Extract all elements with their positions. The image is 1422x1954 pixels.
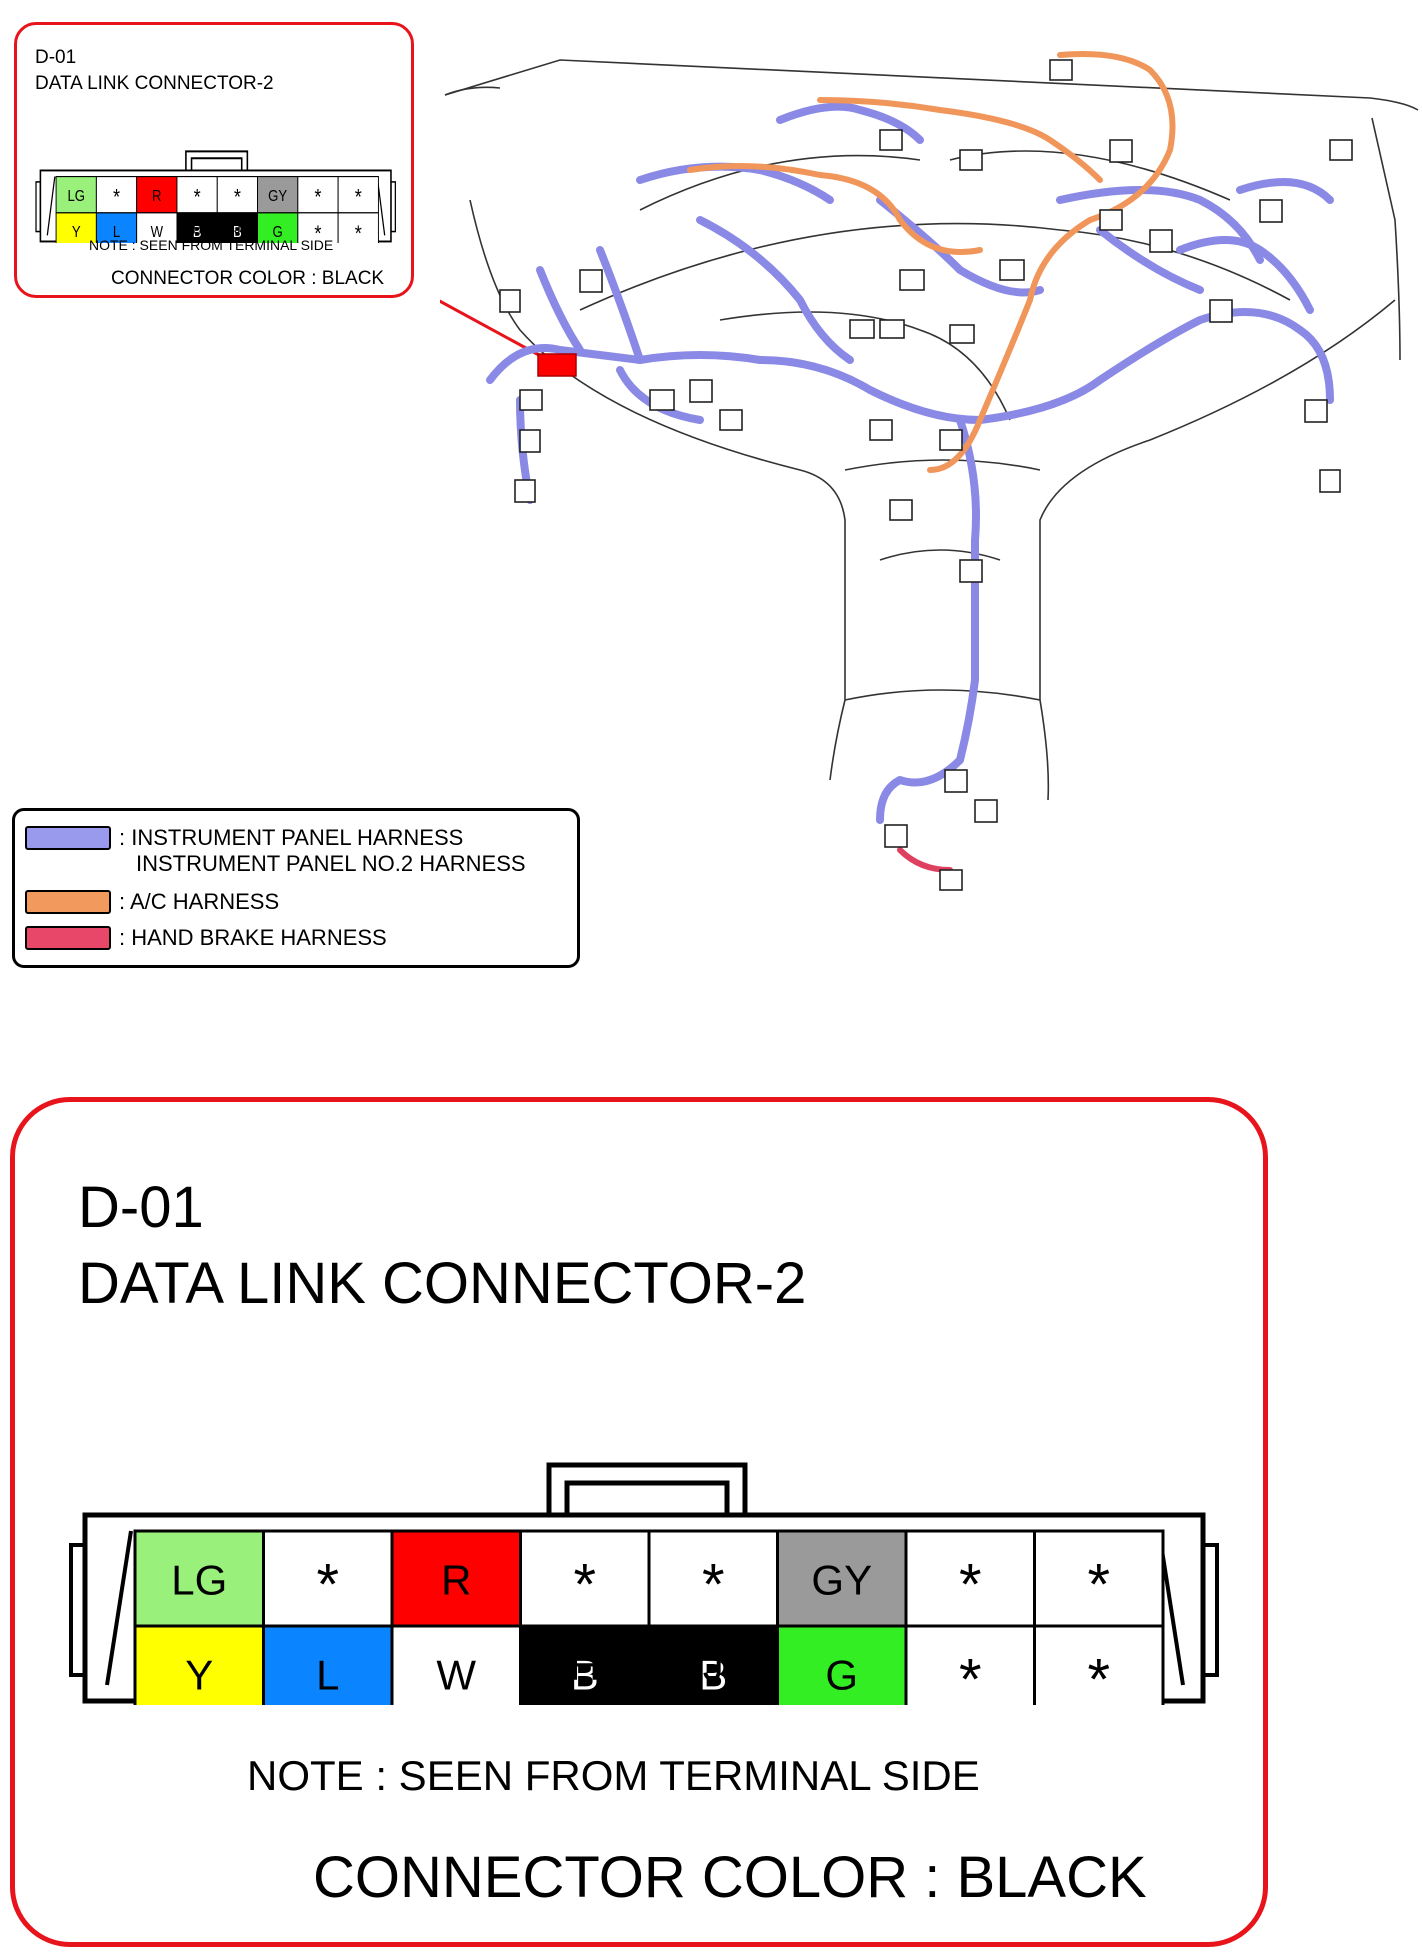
legend-swatch-pink <box>25 926 111 950</box>
dashboard-outline <box>444 59 1419 801</box>
terminal-cell <box>262 1529 394 1628</box>
callout-title: DATA LINK CONNECTOR-2 <box>35 73 274 94</box>
terminal-label: Y <box>72 224 81 241</box>
terminal-label: * <box>314 222 321 243</box>
terminal-label: L <box>316 1652 339 1699</box>
legend-swatch-blue <box>25 826 111 850</box>
legend-swatch-orange <box>25 890 111 914</box>
ac-harness <box>687 51 1176 473</box>
small-connector-callout: D-01 DATA LINK CONNECTOR-2 LG * R * * GY * * Y L W… <box>14 22 414 298</box>
terminal-label: * <box>234 186 241 210</box>
terminal-cell <box>133 1529 265 1628</box>
terminal-cell <box>1033 1529 1165 1628</box>
terminal-label: * <box>314 186 321 210</box>
callout-note: NOTE : SEEN FROM TERMINAL SIDE <box>247 1752 980 1799</box>
terminal-label: * <box>113 186 120 210</box>
terminal-label: G <box>825 1652 858 1699</box>
terminal-label: * <box>194 186 201 210</box>
terminal-cell <box>904 1529 1036 1628</box>
instrument-panel-harness <box>486 102 1334 824</box>
large-connector-callout: D-01 DATA LINK CONNECTOR-2 LG * R * * GY * * Y L W… <box>10 1097 1268 1947</box>
terminal-label: * <box>702 1553 725 1618</box>
terminal-cell <box>337 175 379 214</box>
pin-label: H <box>192 220 202 237</box>
terminal-label: R <box>441 1557 471 1604</box>
terminal-cell <box>95 212 138 243</box>
connector-latch <box>546 1462 748 1515</box>
instrument-panel-harness-drawing <box>440 51 1419 891</box>
terminal-label: B <box>233 224 242 241</box>
terminal-label: B <box>193 224 202 241</box>
connector-edge-left <box>46 176 56 236</box>
terminal-label: GY <box>268 188 287 205</box>
callout-title: DATA LINK CONNECTOR-2 <box>78 1251 807 1316</box>
terminal-cell <box>216 212 259 243</box>
terminal-label: Y <box>185 1652 213 1699</box>
callout-connector-color: CONNECTOR COLOR : BLACK <box>313 1845 1147 1910</box>
terminal-label: * <box>573 1553 596 1618</box>
terminal-label: B <box>571 1652 599 1699</box>
pin-label: J <box>703 1642 724 1689</box>
large-connector-diagram: LG * R * * GY * * Y L W B B G * * H J <box>69 1462 1219 1706</box>
pin-label: H <box>570 1642 600 1689</box>
callout-code: D-01 <box>78 1175 204 1240</box>
legend-label: : HAND BRAKE HARNESS <box>119 925 387 950</box>
harness-connectors <box>499 59 1353 891</box>
legend-label: INSTRUMENT PANEL NO.2 HARNESS <box>136 851 526 876</box>
legend-label: : INSTRUMENT PANEL HARNESS <box>119 825 464 850</box>
terminal-label: * <box>355 186 362 210</box>
terminal-label: GY <box>811 1557 872 1604</box>
terminal-label: L <box>113 224 120 241</box>
hand-brake-harness <box>897 847 953 873</box>
terminal-cell <box>1033 1624 1165 1705</box>
terminal-cell <box>337 212 379 243</box>
terminal-cell <box>297 175 339 214</box>
legend-item-ac: : A/C HARNESS <box>25 889 279 915</box>
terminal-cell <box>647 1624 779 1705</box>
legend-item-hand-brake: : HAND BRAKE HARNESS <box>25 925 387 951</box>
terminal-cell <box>776 1529 908 1628</box>
small-connector-diagram: LG * R * * GY * * Y L W B B G * * H J <box>35 150 396 243</box>
connector-edge-left <box>105 1530 133 1686</box>
terminal-cell <box>647 1529 779 1628</box>
terminal-cell <box>176 212 218 243</box>
terminal-label: * <box>355 222 362 243</box>
terminal-label: B <box>699 1652 727 1699</box>
connector-latch <box>185 150 249 171</box>
harness-legend: : INSTRUMENT PANEL HARNESS INSTRUMENT PA… <box>12 808 580 968</box>
terminal-label: * <box>1087 1648 1110 1706</box>
callout-code: D-01 <box>35 47 77 68</box>
terminal-cell <box>297 212 339 243</box>
terminal-label: W <box>436 1652 476 1699</box>
terminal-cell <box>519 1529 651 1628</box>
terminal-label: LG <box>171 1557 227 1604</box>
terminal-label: LG <box>67 188 85 205</box>
terminal-label: * <box>959 1648 982 1706</box>
terminal-label: * <box>1087 1553 1110 1618</box>
terminal-cell <box>257 212 299 243</box>
terminal-cell <box>55 212 97 243</box>
terminal-label: * <box>316 1553 339 1618</box>
pin-label: J <box>234 220 241 237</box>
terminal-label: G <box>273 224 283 241</box>
terminal-label: * <box>959 1553 982 1618</box>
terminal-label: W <box>151 224 164 241</box>
terminal-label: R <box>152 188 162 205</box>
callout-note: NOTE : SEEN FROM TERMINAL SIDE <box>89 237 334 253</box>
callout-connector-color: CONNECTOR COLOR : BLACK <box>111 268 385 289</box>
d01-connector-highlight <box>537 353 577 377</box>
legend-item-instrument-panel: : INSTRUMENT PANEL HARNESS <box>25 825 463 851</box>
terminal-cell <box>519 1624 651 1705</box>
legend-label: : A/C HARNESS <box>119 889 280 914</box>
